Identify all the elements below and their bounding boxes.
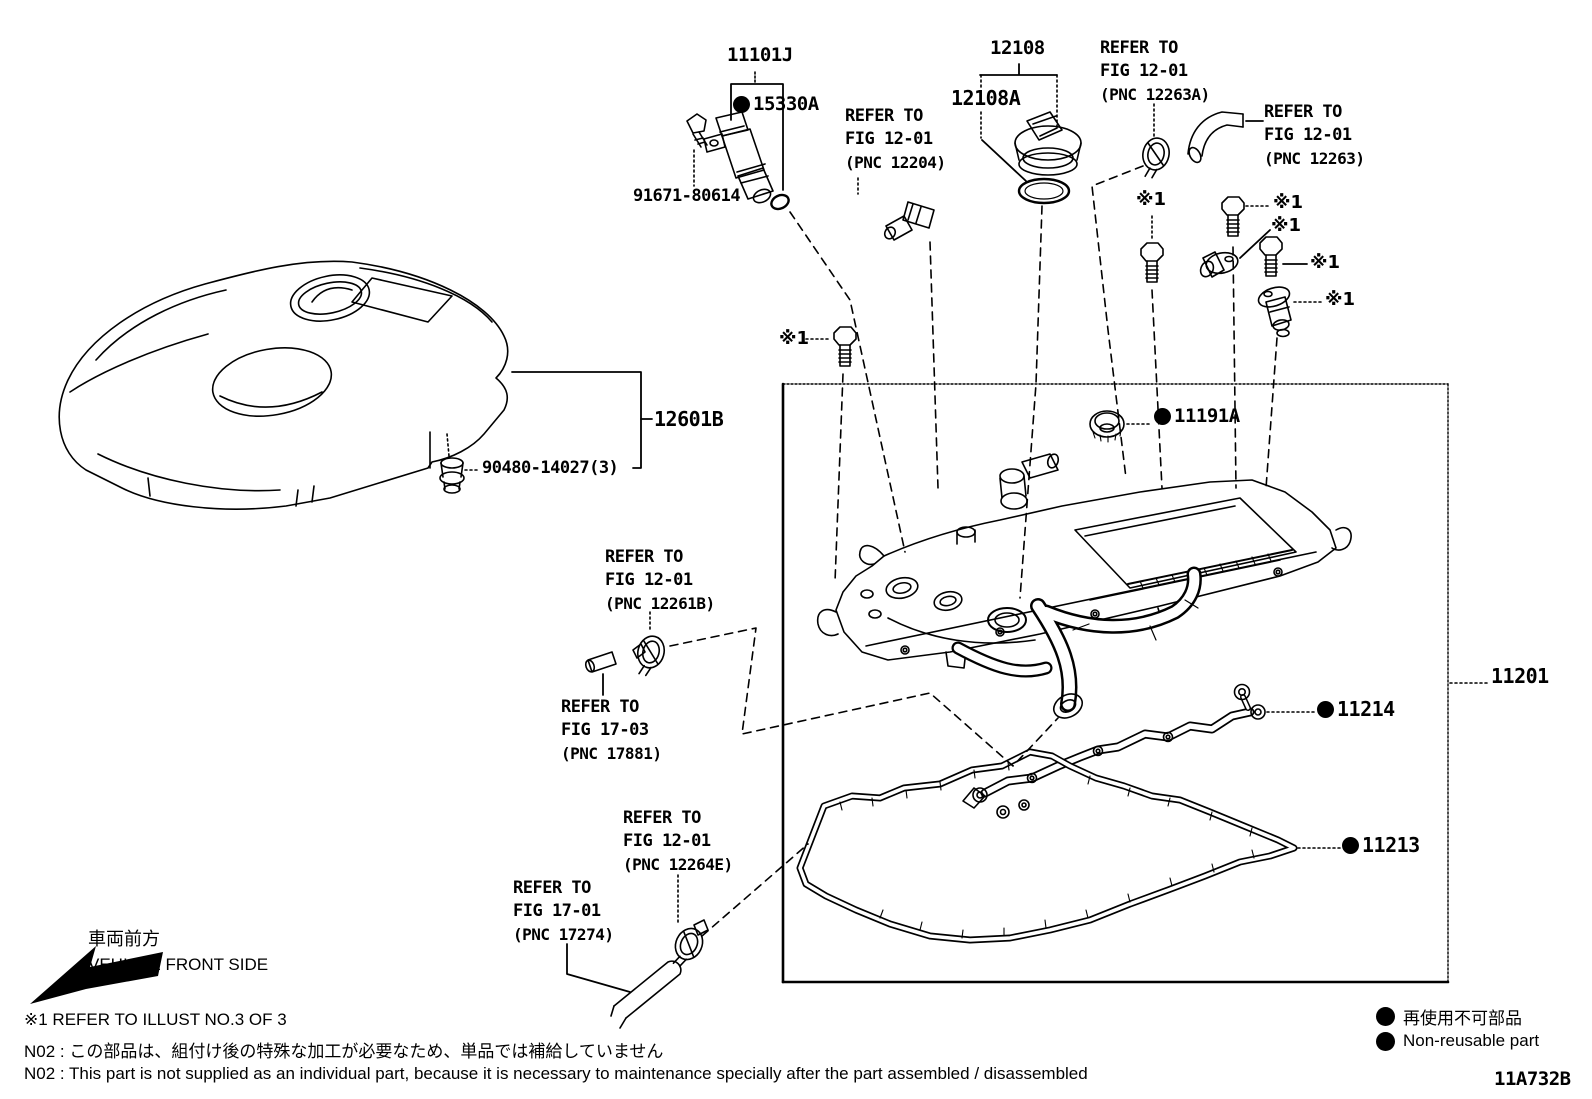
main-box <box>781 382 1450 984</box>
vehicle-front-label-jp: 車両前方 <box>88 929 160 949</box>
cover-cushion-drawing <box>439 371 653 494</box>
label-11191a: 11191A <box>1154 407 1240 426</box>
tube-17881-drawing <box>584 651 617 696</box>
ref-fig-12-01-pnc-12261b: REFER TO FIG 12-01 (PNC 12261B) <box>605 547 715 613</box>
drawing-code: 11A732B <box>1494 1068 1571 1090</box>
footnote-ref-illust: ※1 REFER TO ILLUST NO.3 OF 3 <box>24 1010 287 1029</box>
footnote-n02-en: N02 : This part is not supplied as an in… <box>24 1064 1088 1083</box>
legend-non-reusable-jp: 再使用不可部品 <box>1376 1004 1522 1029</box>
non-reusable-icon <box>1342 836 1359 854</box>
vehicle-front-arrow <box>30 946 163 1004</box>
asterisk-bolts-drawing <box>1140 196 1323 489</box>
label-15330a: 15330A <box>733 95 819 114</box>
asterisk-note-3: ※1 <box>1273 192 1304 213</box>
plug-tube-seal-drawing <box>1089 410 1151 443</box>
ref-fig-12-01-pnc-12263: REFER TO FIG 12-01 (PNC 12263) <box>1264 102 1365 168</box>
filler-cap-drawing <box>979 63 1082 599</box>
ref-fig-12-01-pnc-12263a: REFER TO FIG 12-01 (PNC 12263A) <box>1100 38 1210 104</box>
clamp-12263a-drawing <box>1091 103 1173 479</box>
label-11213: 11213 <box>1342 835 1420 855</box>
footnote-n02-jp: N02 : この部品は、組付け後の特殊な加工が必要なため、単品では補給していませ… <box>24 1042 664 1061</box>
ref-fig-17-01-pnc-17274: REFER TO FIG 17-01 (PNC 17274) <box>513 878 614 944</box>
label-90480-14027: 90480-14027(3) <box>482 458 619 478</box>
ref-fig-12-01-pnc-12264e: REFER TO FIG 12-01 (PNC 12264E) <box>623 808 733 874</box>
label-12108a: 12108A <box>951 86 1021 110</box>
label-11101j: 11101J <box>727 44 793 66</box>
label-12108: 12108 <box>990 37 1045 59</box>
sensor-12204-drawing <box>857 177 939 489</box>
asterisk-note-4: ※1 <box>1271 215 1302 236</box>
label-11201: 11201 <box>1491 664 1549 688</box>
clamp-12264e-drawing <box>666 843 809 973</box>
head-cover-drawing <box>816 453 1352 719</box>
non-reusable-icon <box>1376 1007 1395 1026</box>
ref-fig-17-03-pnc-17881: REFER TO FIG 17-03 (PNC 17881) <box>561 697 662 763</box>
ref-fig-12-01-pnc-12204: REFER TO FIG 12-01 (PNC 12204) <box>845 106 946 172</box>
pipe-17274-drawing <box>566 943 682 1029</box>
label-12601b: 12601B <box>654 407 724 431</box>
non-reusable-icon <box>1376 1031 1395 1051</box>
vehicle-front-label-en: VEHICLE FRONT SIDE <box>88 955 269 974</box>
asterisk-note-2: ※1 <box>1136 189 1167 210</box>
asterisk-note-1: ※1 <box>779 328 810 349</box>
legend-non-reusable-en: Non-reusable part <box>1376 1031 1539 1051</box>
non-reusable-icon <box>1317 700 1334 718</box>
engine-cover-drawing <box>58 260 509 510</box>
ignition-coil-drawing <box>686 71 906 553</box>
asterisk-note-6: ※1 <box>1325 289 1356 310</box>
non-reusable-icon <box>733 96 750 113</box>
hose-12263-drawing <box>1187 111 1264 164</box>
gasket-11214-drawing <box>962 683 1315 809</box>
clamp-12261b-drawing <box>631 611 1059 767</box>
non-reusable-icon <box>1154 408 1171 425</box>
gasket-11213-drawing <box>796 748 1341 944</box>
asterisk-note-5: ※1 <box>1310 252 1341 273</box>
label-91671-80614: 91671-80614 <box>633 186 741 206</box>
asterisk-bolt-left-drawing <box>805 326 857 583</box>
label-11214: 11214 <box>1317 699 1395 719</box>
